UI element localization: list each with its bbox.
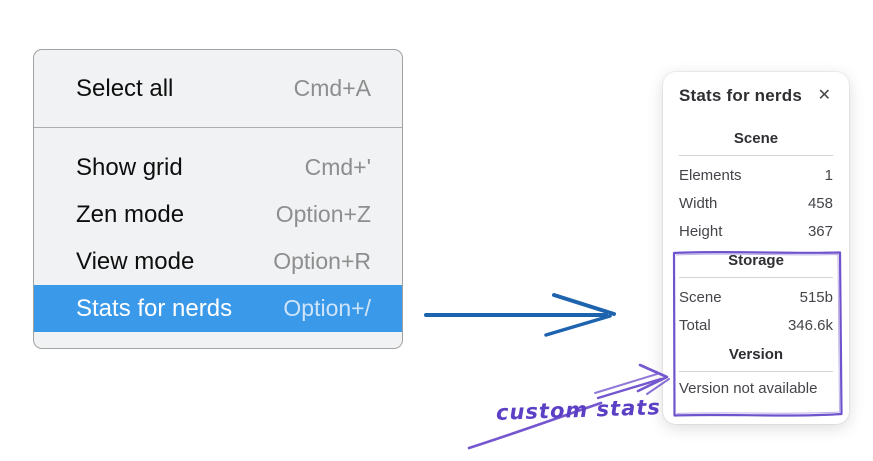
menu-item-select-all[interactable]: Select all Cmd+A [34,65,402,112]
section-rule [679,371,833,372]
stat-row-elements: Elements 1 [679,161,833,189]
stat-label: Scene [679,288,722,306]
version-note: Version not available [679,380,818,397]
menu-group-bottom: Show grid Cmd+' Zen mode Option+Z View m… [34,128,402,348]
menu-item-stats-for-nerds[interactable]: Stats for nerds Option+/ [34,285,402,332]
stat-row-width: Width 458 [679,189,833,217]
menu-item-label: Select all [76,74,174,102]
section-rule [679,155,833,156]
stat-value: 515b [799,288,833,306]
section-heading-version: Version [728,346,784,363]
menu-item-label: Zen mode [76,200,185,228]
stat-row-scene-storage: Scene 515b [679,283,833,311]
menu-item-label: View mode [76,247,195,275]
stats-panel: Stats for nerds ✕ Scene Elements 1 Width… [663,72,849,424]
stats-panel-header: Stats for nerds ✕ [679,86,833,106]
context-menu: Select all Cmd+A Show grid Cmd+' Zen mod… [33,49,403,349]
menu-item-shortcut: Option+R [273,248,371,274]
section-heading-scene: Scene [733,130,779,147]
close-icon[interactable]: ✕ [817,87,831,104]
menu-item-shortcut: Cmd+A [293,75,371,101]
stat-label: Height [679,222,723,240]
custom-stats-label: custom stats [495,395,662,425]
menu-item-zen-mode[interactable]: Zen mode Option+Z [34,191,402,238]
menu-separator [34,127,402,128]
menu-item-view-mode[interactable]: View mode Option+R [34,238,402,285]
stat-row-height: Height 367 [679,217,833,245]
menu-group-top: Select all Cmd+A [34,50,402,127]
menu-item-show-grid[interactable]: Show grid Cmd+' [34,144,402,191]
menu-item-shortcut: Cmd+' [304,154,371,180]
stats-panel-title: Stats for nerds [679,86,802,105]
stat-value: 346.6k [787,316,833,334]
section-heading-storage: Storage [728,252,784,269]
stat-value: 367 [807,222,833,240]
menu-item-shortcut: Option+/ [283,295,371,321]
menu-item-label: Stats for nerds [76,294,233,322]
stat-label: Total [679,316,711,334]
section-rule [679,277,833,278]
stat-value: 1 [824,166,833,184]
stat-label: Elements [679,166,742,184]
stat-value: 458 [807,194,833,212]
menu-item-shortcut: Option+Z [275,201,371,227]
blue-arrow [424,293,616,337]
menu-item-label: Show grid [76,153,183,181]
stat-row-total-storage: Total 346.6k [679,311,833,339]
stat-label: Width [679,194,718,212]
